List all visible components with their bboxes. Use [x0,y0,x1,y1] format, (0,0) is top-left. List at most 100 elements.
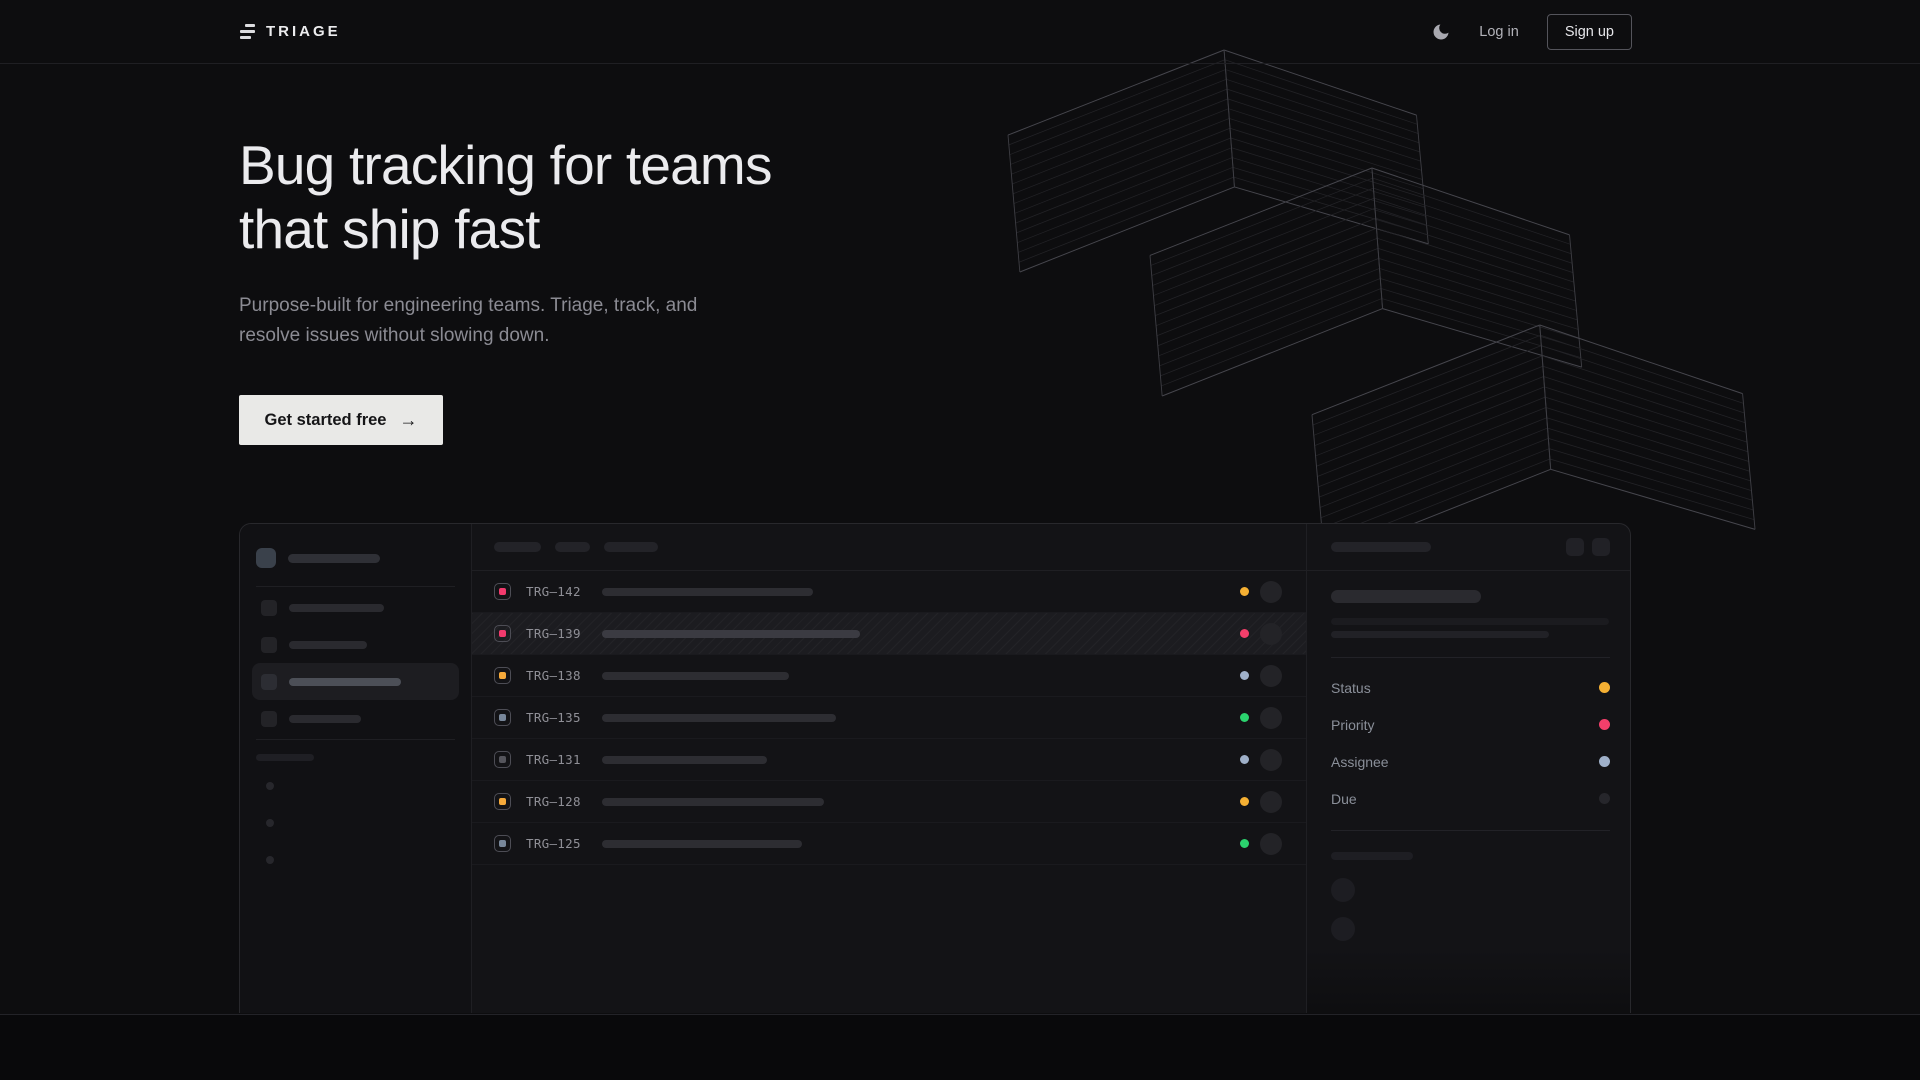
detail-field-value-dot [1599,756,1610,767]
issue-status-dot [1240,755,1249,764]
detail-fields: Status Priority Assignee Due [1331,669,1610,817]
comment-avatar [1331,917,1355,941]
theme-toggle-button[interactable] [1431,22,1451,42]
issue-status-dot [1240,839,1249,848]
issue-type-icon [494,835,511,852]
issue-row[interactable]: TRG–138 [472,655,1306,697]
detail-field-row[interactable]: Priority [1331,706,1610,743]
detail-field-value-dot [1599,793,1610,804]
assignee-avatar [1260,832,1282,855]
detail-field-row[interactable]: Assignee [1331,743,1610,780]
sidebar-divider [256,739,455,740]
sidebar-item-label-skeleton [289,677,401,686]
detail-divider [1331,657,1610,658]
issue-status-dot [1240,587,1249,596]
signup-button[interactable]: Sign up [1546,13,1632,50]
sidebar-item-label-skeleton [289,603,384,612]
detail-breadcrumb-skeleton [1331,542,1431,552]
detail-field-label: Due [1331,790,1357,807]
footer-strip [0,1014,1920,1080]
assignee-avatar [1260,664,1282,687]
issue-type-icon [494,667,511,684]
triage-bars-icon [239,23,255,40]
issue-title-skeleton [602,797,824,806]
issue-row[interactable]: TRG–128 [472,781,1306,823]
issue-id: TRG–135 [526,710,581,725]
assignee-avatar [1260,622,1282,645]
issue-title-skeleton [602,755,767,764]
detail-description-skeleton [1331,631,1549,638]
issue-type-icon [494,709,511,726]
detail-divider [1331,830,1610,831]
brand-lockup: TRIAGE [239,23,341,40]
workspace-name-skeleton [288,553,380,563]
nav-actions: Log in Sign up [1431,13,1632,50]
issue-title-skeleton [602,713,836,722]
login-link[interactable]: Log in [1479,23,1519,40]
detail-action-button[interactable] [1566,538,1584,556]
detail-field-label: Assignee [1331,753,1389,770]
list-tab-skeleton[interactable] [494,542,541,552]
issue-row[interactable]: TRG–125 [472,823,1306,865]
detail-field-label: Priority [1331,716,1375,733]
issue-id: TRG–142 [526,584,581,599]
mockup-sidebar [240,524,472,1013]
detail-title-skeleton [1331,590,1481,603]
sidebar-list-dot [266,856,274,864]
issue-row[interactable]: TRG–139 [472,613,1306,655]
detail-action-button[interactable] [1592,538,1610,556]
sidebar-item[interactable] [252,700,459,737]
detail-activity-label-skeleton [1331,852,1413,860]
sidebar-nav-skeleton [252,589,459,737]
arrow-right-icon: → [399,409,418,430]
sidebar-list-dot [266,819,274,827]
issue-row[interactable]: TRG–135 [472,697,1306,739]
comment-avatar [1331,878,1355,902]
issue-list-rows: TRG–142 TRG–139 TRG–138 TRG–135 TRG–131 [472,571,1306,865]
app-mockup-panel: TRG–142 TRG–139 TRG–138 TRG–135 TRG–131 [239,523,1631,1013]
workspace-switcher-skeleton [256,548,455,568]
sidebar-list-dot [266,782,274,790]
issue-type-icon [494,751,511,768]
sidebar-divider [256,586,455,587]
sidebar-item-icon [261,636,277,653]
issue-row[interactable]: TRG–131 [472,739,1306,781]
get-started-button[interactable]: Get started free → [239,395,443,446]
sidebar-item[interactable] [252,589,459,626]
sidebar-item-label-skeleton [289,640,367,649]
detail-field-row[interactable]: Status [1331,669,1610,706]
issue-title-skeleton [602,587,813,596]
issue-title-skeleton [602,671,789,680]
sidebar-item-icon [261,599,277,616]
issue-row[interactable]: TRG–142 [472,571,1306,613]
brand-name: TRIAGE [266,23,341,40]
sidebar-item-icon [261,710,277,727]
list-tab-skeleton[interactable] [604,542,658,552]
issue-status-dot [1240,629,1249,638]
issue-detail-panel: Status Priority Assignee Due [1306,524,1630,1013]
sidebar-item[interactable] [252,626,459,663]
panel-bottom-fade [1307,949,1630,1013]
issue-status-dot [1240,713,1249,722]
assignee-avatar [1260,748,1282,771]
assignee-avatar [1260,706,1282,729]
issue-title-skeleton [602,629,860,638]
detail-field-label: Status [1331,679,1371,696]
sidebar-section-label-skeleton [256,754,314,761]
issue-id: TRG–139 [526,626,581,641]
issue-id: TRG–131 [526,752,581,767]
top-nav: TRIAGE Log in Sign up [0,0,1920,64]
detail-description-skeleton [1331,618,1609,625]
list-tab-skeleton[interactable] [555,542,590,552]
sidebar-item-active[interactable] [252,663,459,700]
detail-field-row[interactable]: Due [1331,780,1610,817]
sidebar-item-icon [261,673,277,690]
detail-field-value-dot [1599,682,1610,693]
issue-id: TRG–138 [526,668,581,683]
issue-id: TRG–125 [526,836,581,851]
issue-list-header [472,524,1306,571]
moon-icon [1433,24,1449,39]
issue-list-panel: TRG–142 TRG–139 TRG–138 TRG–135 TRG–131 [472,524,1306,1013]
detail-header [1307,524,1630,571]
